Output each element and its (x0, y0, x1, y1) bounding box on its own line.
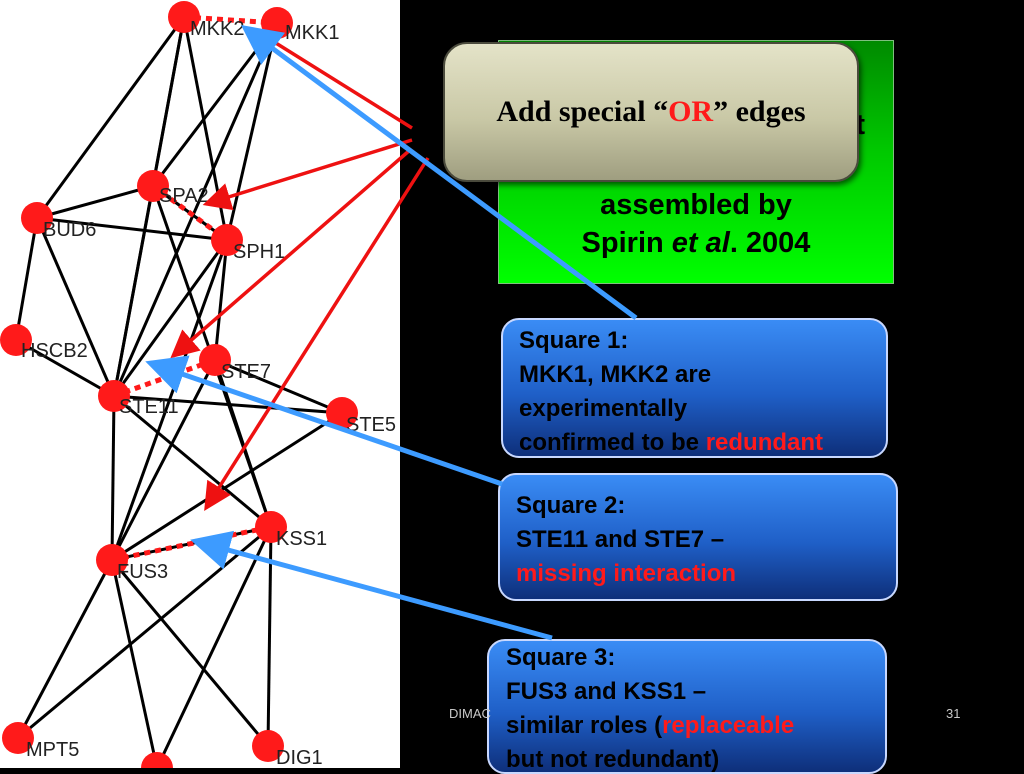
page-number: 31 (946, 706, 961, 721)
square-2-title: Square 2: (516, 492, 626, 519)
or-edges-callout: Add special “OR” edges (443, 42, 859, 182)
node-fus3 (96, 544, 128, 576)
square-1-line-1: MKK1, MKK2 are (519, 361, 712, 388)
or-edges-text: Add special “OR” edges (496, 95, 806, 128)
node-label-dig1: DIG1 (276, 747, 323, 768)
square-3-line-3: but not redundant) (506, 746, 720, 773)
square-3-box: Square 3: FUS3 and KSS1 – similar roles … (487, 639, 887, 774)
edge-ste11-fus3 (110, 395, 116, 561)
node-kss1 (255, 511, 287, 543)
node-spa2 (137, 170, 169, 202)
node-mkk2 (168, 1, 200, 33)
node-label-hscb2: HSCB2 (21, 340, 88, 362)
edge-fus3-dig1 (110, 559, 270, 747)
edge-bud6-hscb2 (14, 217, 39, 341)
node-hscb2 (0, 324, 32, 356)
edge-spa2-bud6 (36, 184, 154, 220)
edge-bud6-ste11 (35, 217, 116, 397)
node-label-mkk2: MKK2 (190, 18, 244, 40)
node-label-sph1: SPH1 (233, 241, 285, 263)
node-label-fus3: FUS3 (117, 561, 168, 583)
source-line-2: Spirin et al. 2004 (581, 227, 811, 259)
square-1-title: Square 1: (519, 327, 629, 354)
edge-kss1-bot (155, 526, 273, 768)
square-2-box: Square 2: STE11 and STE7 – missing inter… (498, 473, 898, 601)
edge-spa2-ste11 (112, 185, 155, 397)
edge-hscb2-ste11 (15, 338, 115, 398)
node-ste11 (98, 380, 130, 412)
node-label-mpt5: MPT5 (26, 739, 79, 761)
square-1-line-2: experimentally (519, 395, 688, 422)
square-3-line-1: FUS3 and KSS1 – (506, 678, 707, 705)
square-1-line-3: confirmed to be redundant (519, 429, 824, 456)
node-label-bud6: BUD6 (43, 219, 96, 241)
edge-fus3-mpt5 (16, 559, 114, 739)
square-1-box: Square 1: MKK1, MKK2 are experimentally … (501, 318, 888, 458)
node-bud6 (21, 202, 53, 234)
square-3-line-2: similar roles (replaceable (506, 712, 795, 739)
edge-kss1-dig1 (266, 526, 273, 747)
square-2-highlight: missing interaction (516, 560, 737, 587)
square-2-line-1: STE11 and STE7 – (516, 526, 725, 553)
node-label-ste7: STE7 (221, 361, 271, 383)
node-mpt5 (2, 722, 34, 754)
node-label-spa2: SPA2 (159, 185, 209, 207)
node-offscreen (141, 752, 173, 768)
source-box-partial-text: t (855, 109, 865, 141)
node-label-ste5: STE5 (346, 414, 396, 436)
source-box-text: assembled by Spirin et al. 2004 (499, 186, 893, 262)
node-label-kss1: KSS1 (276, 528, 327, 550)
footer-text: DIMAC (449, 706, 491, 721)
node-label-ste11: STE11 (119, 396, 179, 418)
node-dig1 (252, 730, 284, 762)
edge-fus3-bot (110, 559, 159, 768)
protein-network: MKK2 MKK1SPA2BUD6SPH1HSCB2STE7STE11STE5KS… (0, 1, 396, 768)
node-label-mkk1: MKK1 (285, 22, 339, 44)
source-line-1: assembled by (600, 189, 792, 221)
edge-bud6-mkk2 (35, 16, 186, 219)
square-3-title: Square 3: (506, 644, 616, 671)
